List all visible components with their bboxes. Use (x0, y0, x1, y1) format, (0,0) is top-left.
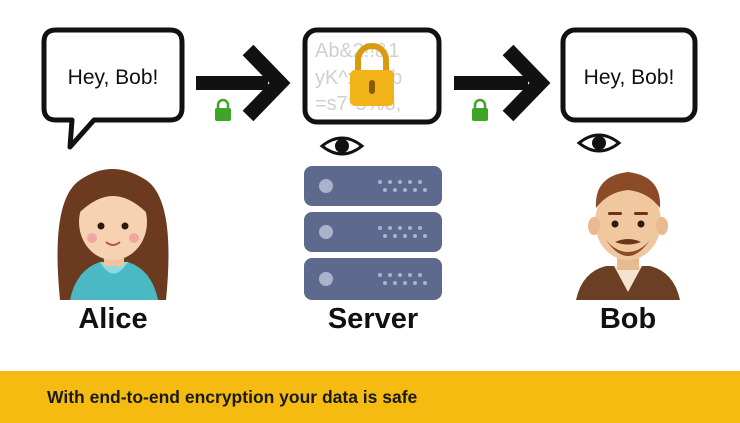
padlock-icon (215, 98, 231, 121)
bob-avatar (576, 172, 680, 300)
right-arrow-icon (196, 44, 291, 122)
eye-icon (576, 133, 622, 153)
alice-speech-bubble: Hey, Bob! (41, 27, 185, 150)
padlock-icon (472, 98, 488, 121)
bob-label: Bob (599, 303, 657, 335)
server-label: Server (327, 303, 419, 335)
alice-label: Alice (78, 303, 148, 335)
server-rack-icon (304, 166, 442, 300)
right-arrow-icon (454, 44, 551, 122)
caption-banner: With end-to-end encryption your data is … (0, 371, 740, 423)
alice-avatar (57, 169, 169, 300)
bob-speech-bubble: Hey, Bob! (560, 27, 698, 123)
padlock-icon (350, 43, 394, 106)
bob-message: Hey, Bob! (584, 66, 675, 89)
eye-icon (319, 136, 365, 156)
caption-text: With end-to-end encryption your data is … (47, 387, 418, 407)
alice-message: Hey, Bob! (68, 66, 159, 89)
server-ciphertext-bubble: Ab&2!!&1 yK^x9#?b =s7*5%o, (302, 27, 442, 125)
